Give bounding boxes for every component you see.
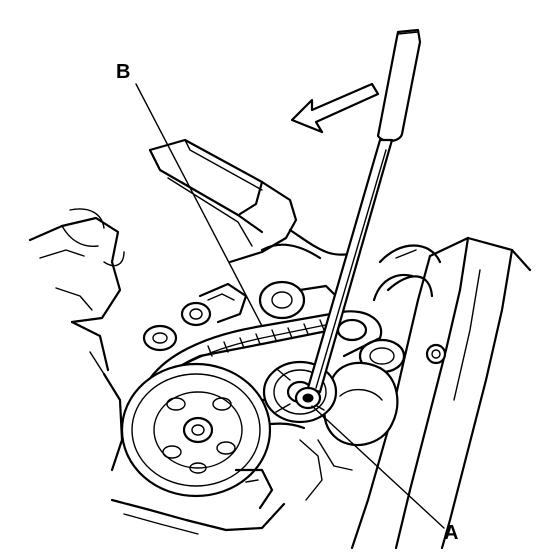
arrow-left-down-icon	[290, 82, 380, 134]
leader-line-a	[311, 405, 445, 529]
breaker-bar	[294, 28, 422, 410]
idler-pulleys	[142, 280, 342, 352]
cylinder-head-cover	[350, 236, 532, 550]
callout-label-a: A	[444, 522, 459, 544]
leader-line-b	[135, 83, 263, 327]
lower-engine	[89, 351, 323, 535]
crankshaft-pulley	[120, 362, 272, 498]
engine-block-left	[28, 208, 125, 372]
engine-housing	[148, 138, 362, 264]
callout-label-b: B	[116, 61, 131, 83]
alternator-body	[317, 361, 399, 471]
